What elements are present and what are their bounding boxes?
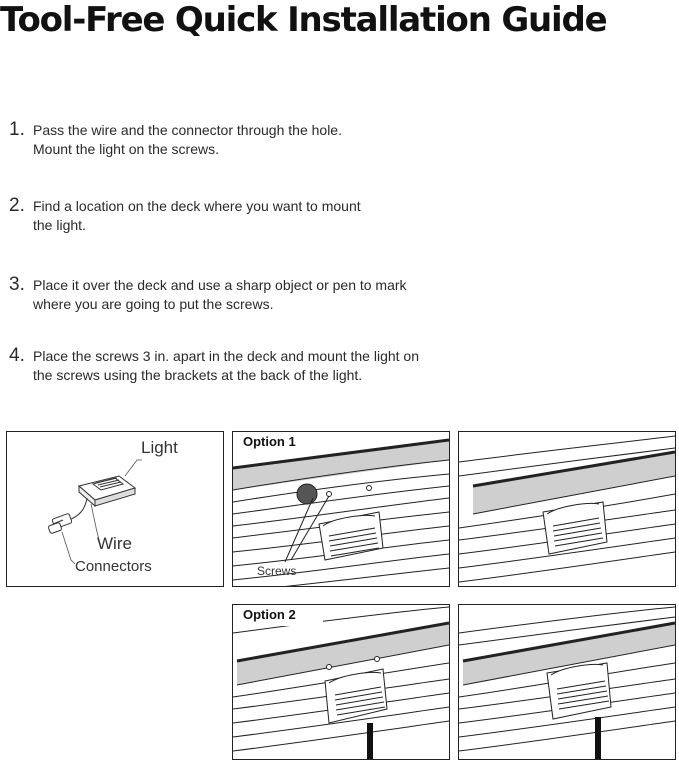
screw-icon	[374, 656, 380, 662]
option1-mounted-panel	[458, 431, 676, 587]
step-line: the screws using the brackets at the bac…	[33, 367, 363, 383]
step-line: Pass the wire and the connector through …	[33, 122, 342, 138]
screws-label: Screws	[257, 564, 297, 578]
option2-label: Option 2	[233, 605, 323, 626]
step-number: 4.	[9, 345, 25, 366]
option2-mounted-panel	[458, 604, 676, 760]
mounted-light-with-post-illustration	[459, 606, 675, 759]
step-number: 3.	[9, 274, 25, 295]
step-line: Place it over the deck and use a sharp o…	[33, 277, 407, 293]
wire-label: Wire	[97, 534, 132, 553]
connectors-label: Connectors	[75, 558, 152, 575]
light-diagram-illustration	[48, 459, 142, 565]
deck-light-icon	[318, 511, 384, 561]
deck-with-screws-illustration	[233, 438, 449, 586]
page-title: Tool-Free Quick Installation Guide	[0, 0, 608, 40]
screw-hole-icon	[296, 483, 318, 505]
post-icon	[367, 723, 373, 759]
deck-light-icon	[546, 662, 612, 720]
step-text: Pass the wire and the connector through …	[33, 121, 342, 159]
step-line: the light.	[33, 217, 86, 233]
step-line: where you are going to put the screws.	[33, 296, 274, 312]
step-number: 2.	[9, 195, 25, 216]
step-text: Place the screws 3 in. apart in the deck…	[33, 347, 419, 385]
option2-panel: Option 2	[232, 604, 450, 760]
mounted-light-illustration	[459, 435, 675, 583]
connector-icon	[48, 513, 73, 534]
step-text: Find a location on the deck where you wa…	[33, 197, 361, 235]
post-icon	[595, 717, 601, 759]
deck-with-post-illustration	[233, 606, 449, 759]
light-diagram-panel: Light Wire Connectors	[6, 431, 224, 587]
step-line: Find a location on the deck where you wa…	[33, 198, 361, 214]
deck-light-icon	[542, 501, 608, 555]
screw-icon	[326, 491, 332, 497]
deck-light-icon	[324, 668, 388, 724]
step-number: 1.	[9, 119, 25, 140]
light-label: Light	[141, 438, 178, 457]
option1-panel: Option 1 Screws	[232, 431, 450, 587]
step-text: Place it over the deck and use a sharp o…	[33, 276, 407, 314]
light-fixture-icon	[77, 475, 137, 508]
screw-icon	[366, 485, 372, 491]
step-line: Place the screws 3 in. apart in the deck…	[33, 348, 420, 364]
step-line: Mount the light on the screws.	[33, 141, 219, 157]
screw-icon	[326, 664, 332, 670]
option1-label: Option 1	[233, 432, 307, 453]
